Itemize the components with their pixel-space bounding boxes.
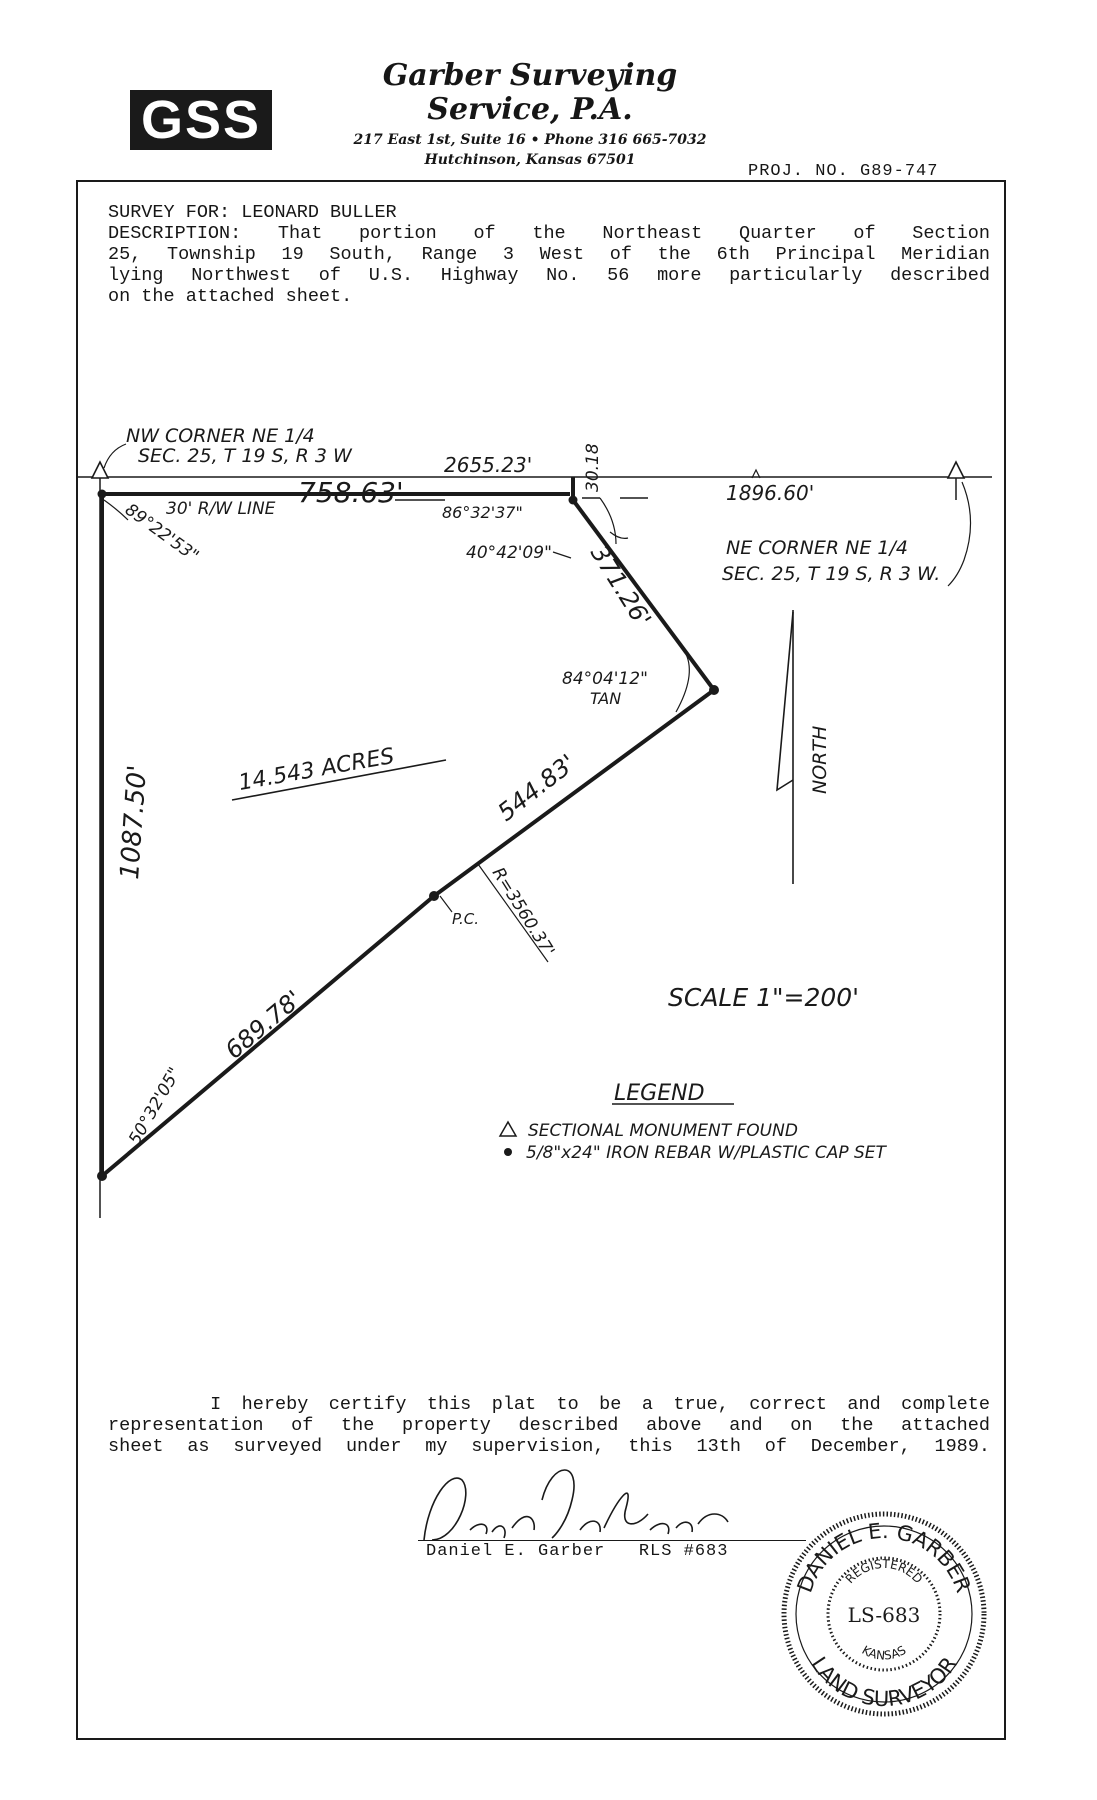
seal-state-text: KANSAS <box>860 1643 909 1663</box>
ne-corner-label-1: NE CORNER NE 1/4 <box>726 537 908 559</box>
radius-leader <box>477 863 549 963</box>
seal-number-text: LS-683 <box>848 1603 921 1627</box>
iron-rebar-tangent <box>709 685 719 695</box>
angle-50: 50°32'05" <box>125 1064 185 1148</box>
angle-arc-86 <box>599 497 617 545</box>
boundary-689 <box>100 894 436 1178</box>
signature-line <box>418 1540 806 1541</box>
handwritten-signature <box>423 1469 729 1541</box>
ne-corner-leader <box>947 481 972 587</box>
plat-frame <box>76 180 1006 1740</box>
distance-1087: 1087.50' <box>115 764 153 880</box>
boundary-544 <box>432 688 716 898</box>
iron-rebar-pc <box>429 891 439 901</box>
company-name-line1: Garber Surveying <box>382 58 678 93</box>
radius-label: R=3560.37' <box>488 864 558 960</box>
ne-corner-label-2: SEC. 25, T 19 S, R 3 W. <box>722 563 940 585</box>
company-address: 217 East 1st, Suite 16 • Phone 316 665-7… <box>353 132 707 148</box>
legend-triangle-icon <box>498 1120 518 1137</box>
acres-underline <box>231 759 447 801</box>
certification-line: I hereby certify this plat to be a true,… <box>108 1394 990 1415</box>
pc-leader <box>439 895 453 913</box>
surveyor-name: Daniel E. Garber RLS #683 <box>426 1542 729 1561</box>
nw-corner-label-1: NW CORNER NE 1/4 <box>126 425 315 447</box>
description-line: SURVEY FOR: LEONARD BULLER <box>108 202 397 223</box>
north-label: NORTH <box>809 726 831 794</box>
certification-line: representation of the property described… <box>108 1415 990 1436</box>
monument-triangle-ne <box>946 460 966 479</box>
angle-40: 40°42'09" <box>466 543 552 563</box>
legend-title: LEGEND <box>614 1081 705 1106</box>
nw-corner-leader <box>103 443 127 469</box>
distance-1896: 1896.60' <box>726 481 814 505</box>
boundary-371 <box>571 498 716 692</box>
tangent-label: TAN <box>590 689 621 708</box>
certification-statement: I hereby certify this plat to be a true,… <box>108 1394 990 1457</box>
iron-rebar-tie <box>568 495 578 505</box>
angle-arc-84 <box>675 653 690 713</box>
company-logo: GSS <box>130 90 272 150</box>
nw-corner-label-2: SEC. 25, T 19 S, R 3 W <box>138 445 353 467</box>
description-line: 25, Township 19 South, Range 3 West of t… <box>108 244 990 265</box>
break-mark <box>751 468 761 479</box>
iron-rebar-nw <box>97 489 107 499</box>
monument-triangle-nw <box>90 460 110 479</box>
project-number: PROJ. NO. G89-747 <box>748 162 939 181</box>
angle-leader-40 <box>552 551 572 559</box>
legend-item-2: 5/8"x24" IRON REBAR W/PLASTIC CAP SET <box>526 1143 888 1163</box>
company-name-line2: Service, P.A. <box>427 92 633 127</box>
surveyor-seal: DANIEL E. GARBER LAND SURVEYOR REGISTERE… <box>781 1511 987 1717</box>
seal-registered-text: REGISTERED <box>843 1557 926 1586</box>
angle-leader-371 <box>609 531 629 539</box>
legend-dot-icon <box>504 1148 512 1156</box>
iron-rebar-sw <box>97 1171 107 1181</box>
angle-arc-nw <box>103 499 129 521</box>
legend-item-1: SECTIONAL MONUMENT FOUND <box>528 1121 798 1141</box>
distance-30-18: 30.18 <box>583 443 603 492</box>
certification-line: sheet as surveyed under my supervision, … <box>108 1436 990 1457</box>
distance-544: 544.83' <box>492 749 581 827</box>
north-arrow-head <box>776 611 794 792</box>
distance-758: 758.63' <box>298 476 404 509</box>
rw-line-label: 30' R/W LINE <box>166 499 276 519</box>
description-line: on the attached sheet. <box>108 286 353 307</box>
scale-label: SCALE 1"=200' <box>668 983 859 1012</box>
company-city: Hutchinson, Kansas 67501 <box>424 152 636 168</box>
acreage-label: 14.543 ACRES <box>237 744 397 796</box>
description-line: lying Northwest of U.S. Highway No. 56 m… <box>108 265 990 286</box>
distance-689: 689.78' <box>220 985 307 1065</box>
description-line: DESCRIPTION: That portion of the Northea… <box>108 223 990 244</box>
angle-86: 86°32'37" <box>442 503 523 522</box>
angle-84: 84°04'12" <box>562 669 648 689</box>
pc-label: P.C. <box>452 910 479 928</box>
distance-371: 371.26' <box>585 540 657 632</box>
survey-description: SURVEY FOR: LEONARD BULLER DESCRIPTION: … <box>108 202 990 307</box>
distance-2655: 2655.23' <box>444 453 532 477</box>
